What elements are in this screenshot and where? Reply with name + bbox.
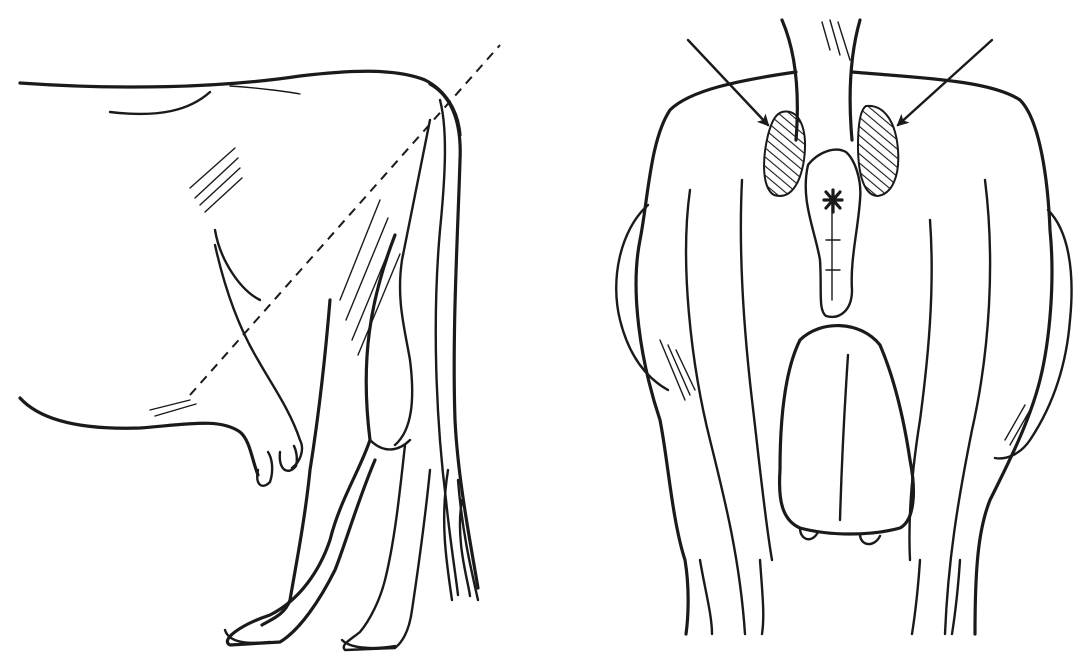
anus-mark bbox=[824, 190, 842, 212]
teat-front bbox=[257, 452, 272, 486]
udder-outline bbox=[215, 245, 302, 468]
back-outline bbox=[20, 71, 460, 135]
flank-fold bbox=[110, 92, 210, 114]
right-flank-bulge bbox=[995, 210, 1072, 458]
rear-udder bbox=[780, 326, 914, 534]
belly-outline bbox=[20, 398, 258, 475]
arrow-left bbox=[688, 40, 768, 125]
rear-teat-right bbox=[860, 534, 880, 544]
thigh-rear bbox=[395, 120, 430, 445]
tail-head-shading bbox=[822, 20, 850, 60]
hip-line bbox=[230, 86, 300, 94]
left-leg-outer bbox=[686, 190, 745, 634]
left-leg-inner bbox=[741, 180, 772, 560]
udder-crease bbox=[840, 355, 848, 520]
hoof-far bbox=[342, 640, 395, 648]
flank-shading bbox=[150, 148, 400, 416]
hatched-area-left bbox=[764, 112, 805, 196]
arrow-right bbox=[898, 40, 992, 125]
rear-view-panel bbox=[616, 20, 1071, 634]
perineum-detail bbox=[826, 200, 840, 300]
hatched-area-right bbox=[858, 106, 898, 196]
teat-rear bbox=[280, 446, 297, 471]
perineum bbox=[806, 150, 861, 317]
thigh-front bbox=[215, 230, 260, 300]
side-view-panel bbox=[20, 45, 500, 650]
right-hind-edge bbox=[912, 560, 960, 634]
right-leg-outer bbox=[945, 180, 990, 634]
tail-outer bbox=[430, 84, 478, 588]
left-hind-edge bbox=[700, 560, 763, 634]
